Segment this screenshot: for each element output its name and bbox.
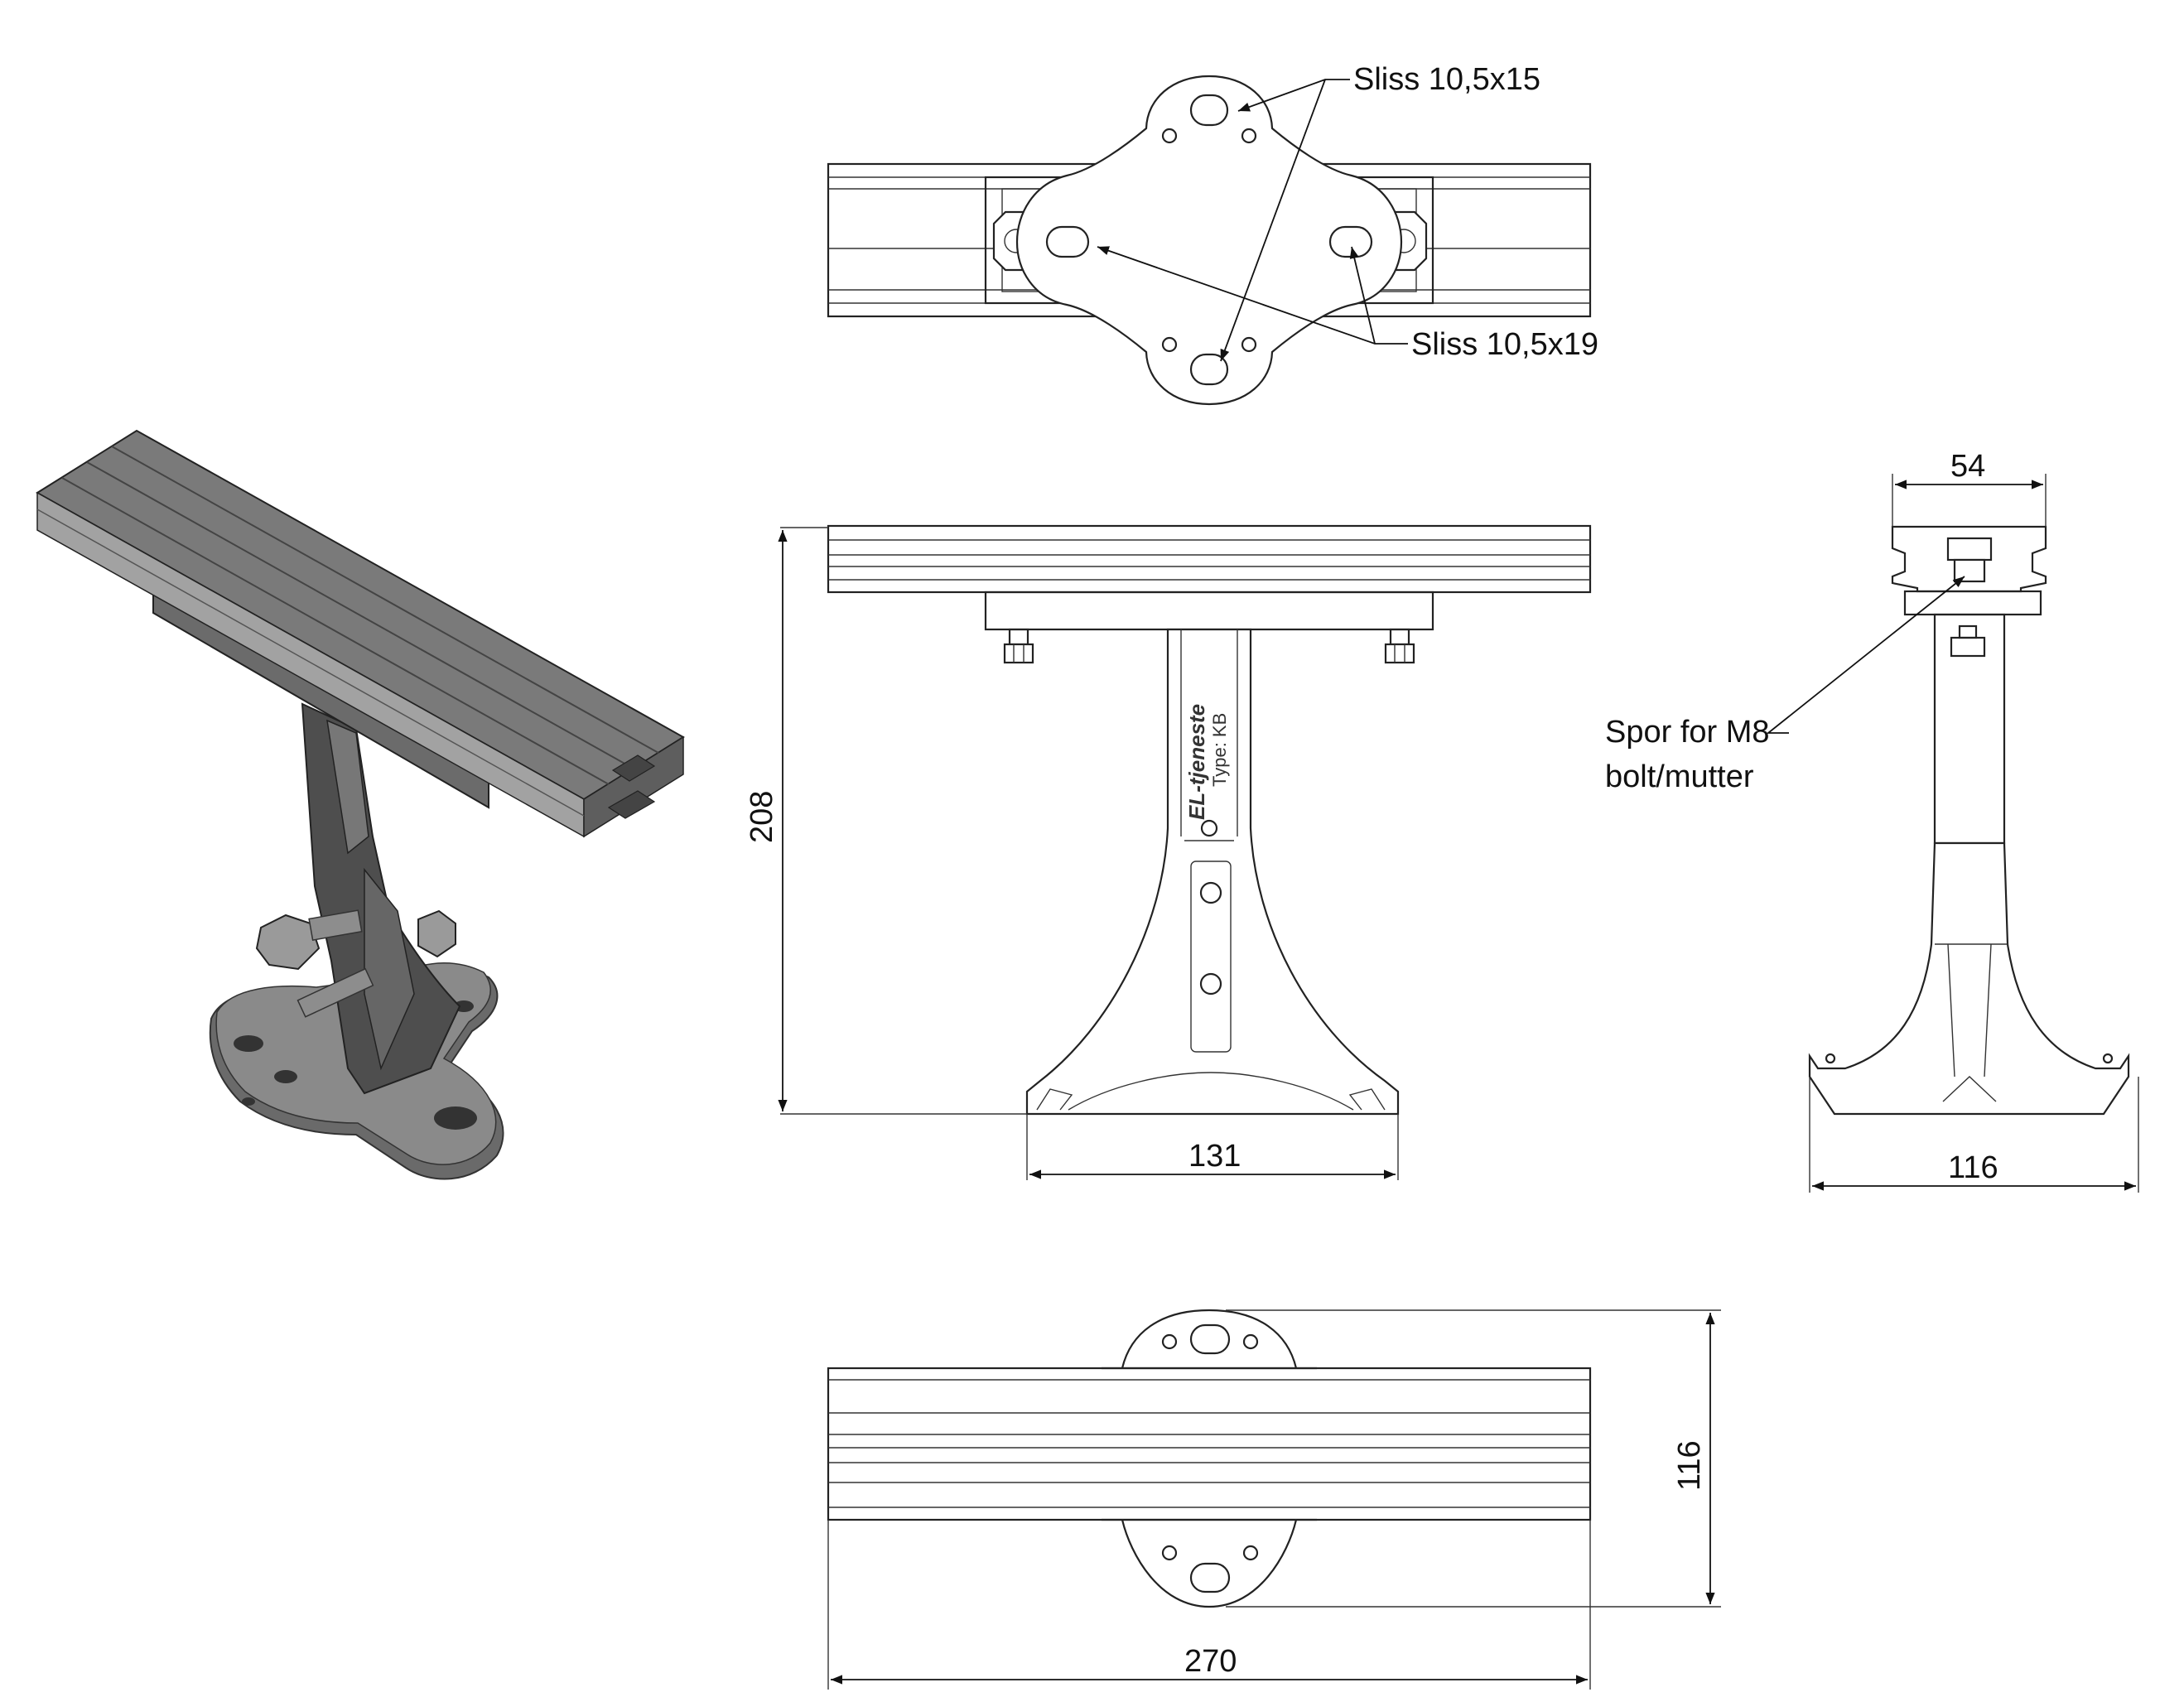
dim-side-base-width: 116 (1948, 1150, 1998, 1185)
dim-base-width: 131 (1188, 1139, 1241, 1174)
front-view-pedestal (1025, 628, 1400, 1116)
plan-view: 116 270 (827, 1309, 1721, 1690)
slot-left (1045, 225, 1090, 258)
callout-groove-line1: Spor for M8 (1605, 715, 1770, 750)
front-view-rail (827, 524, 1592, 594)
front-view-nut-right (1384, 628, 1415, 664)
callout-slot-side: Sliss 10,5x19 (1411, 327, 1598, 362)
plan-view-lobe-top (1102, 1309, 1317, 1370)
front-view-bracket (984, 591, 1434, 631)
plan-view-rail (827, 1367, 1592, 1521)
slot-top (1189, 94, 1229, 127)
top-view: Sliss 10,5x15 Sliss 10,5x19 (827, 62, 1598, 406)
front-view: EL-tjeneste Type: KB 208 131 (745, 524, 1592, 1180)
iso-bolt-right (417, 909, 456, 958)
front-view-nut-left (1003, 628, 1034, 664)
isometric-view (36, 429, 685, 1180)
engraving-brand: EL-tjeneste (1184, 704, 1209, 820)
iso-bolt-left (255, 914, 321, 971)
dim-height: 208 (745, 791, 779, 843)
dim-length: 270 (1184, 1644, 1237, 1679)
callout-slot-top: Sliss 10,5x15 (1353, 62, 1540, 97)
side-view: 54 116 Spor for M8 bolt/mutter (1605, 449, 2139, 1193)
slot-bottom (1189, 353, 1229, 386)
dim-profile-width: 54 (1950, 449, 1985, 484)
engraving-type: Type: KB (1209, 713, 1230, 787)
callout-groove-line2: bolt/mutter (1605, 759, 1754, 794)
dim-plan-depth: 116 (1672, 1440, 1707, 1491)
top-view-base-plate (1015, 75, 1403, 406)
